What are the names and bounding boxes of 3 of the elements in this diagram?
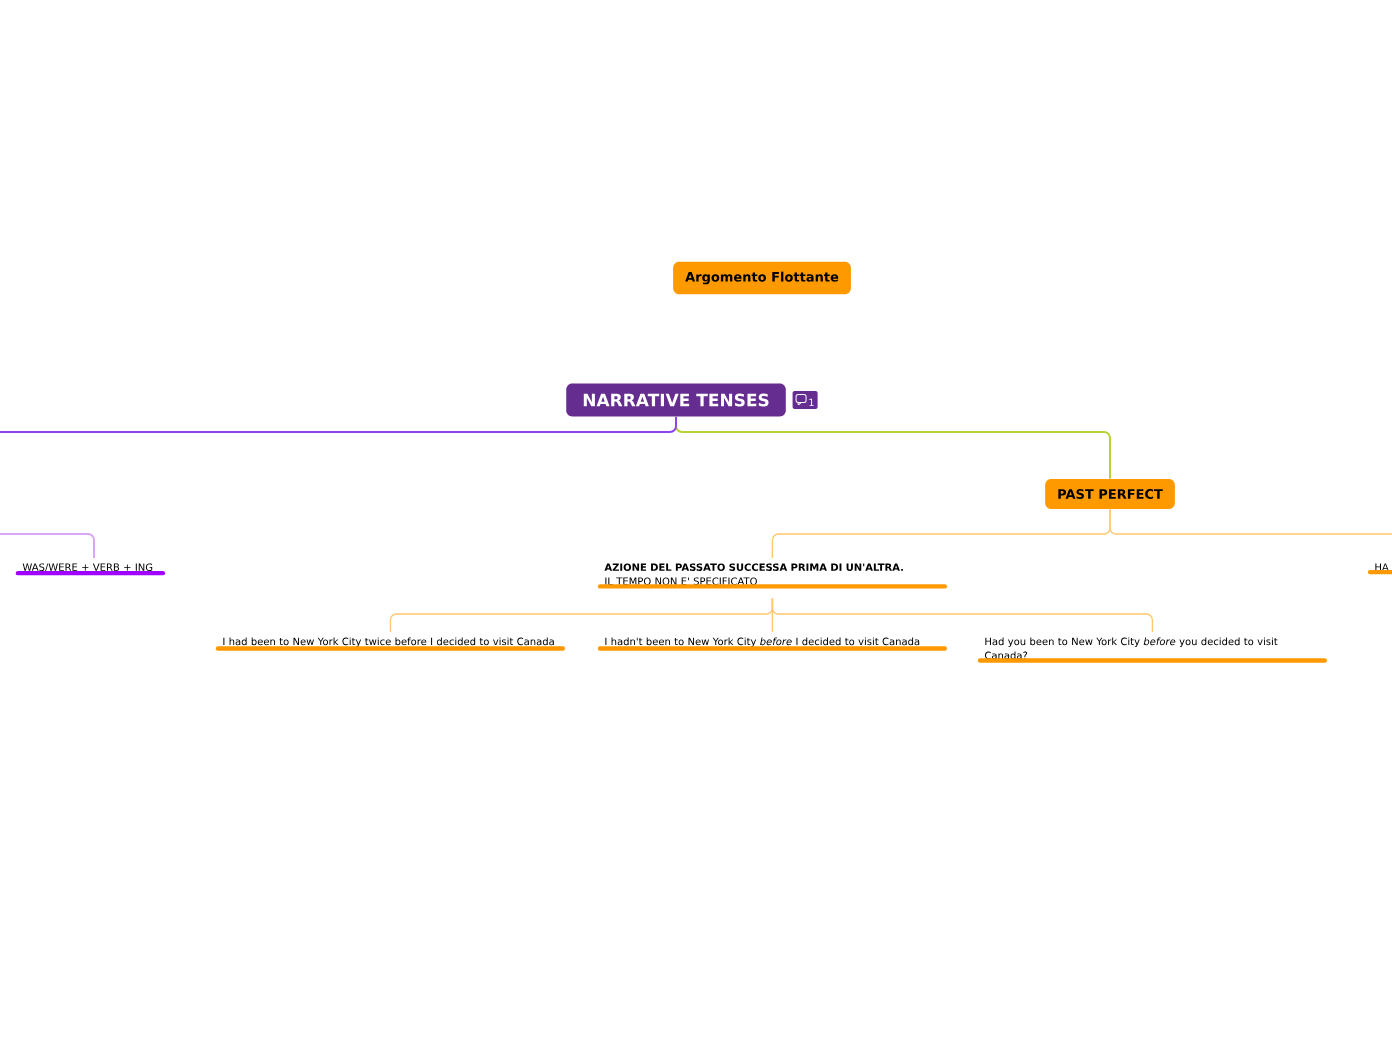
central-topic-box: NARRATIVE TENSES bbox=[566, 383, 786, 417]
connector-line bbox=[0, 415, 677, 433]
connector-line bbox=[1109, 508, 1392, 535]
